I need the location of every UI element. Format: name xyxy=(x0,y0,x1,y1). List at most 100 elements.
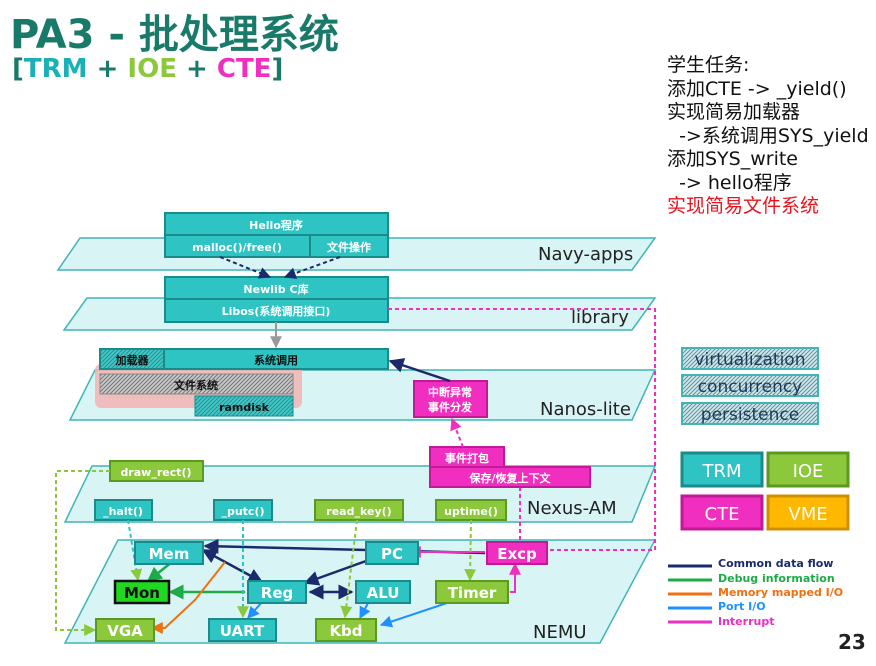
arrow-malloc-to-newlib xyxy=(219,256,272,279)
malloc-box: malloc()/free() xyxy=(164,234,311,258)
arrow-pack-to-irq xyxy=(450,417,464,448)
portio-reg-to-uart xyxy=(247,601,263,619)
legend-label-common: Common data flow xyxy=(718,557,833,570)
uart-box: UART xyxy=(208,618,277,642)
draw-rect-box: draw_rect() xyxy=(109,460,204,482)
mmio-mem-to-vga xyxy=(150,561,226,634)
irq-dispatch-box: 中断异常 事件分发 xyxy=(413,380,488,418)
layer-label-nanos: Nanos-lite xyxy=(540,399,631,420)
svg-text:uptime(): uptime() xyxy=(444,505,498,518)
svg-text:read_key(): read_key() xyxy=(326,505,391,518)
svg-text:加载器: 加载器 xyxy=(115,353,150,367)
interrupt-timer-to-excp xyxy=(509,562,521,593)
arrow-irq-to-syscall xyxy=(388,358,451,383)
layer-label-navy-apps: Navy-apps xyxy=(538,244,633,265)
module-trm: TRM xyxy=(680,451,764,488)
task-line: ->系统调用SYS_yield xyxy=(667,124,869,147)
excp-box: Excp xyxy=(486,541,548,565)
svg-text:PC: PC xyxy=(381,545,403,563)
svg-text:concurrency: concurrency xyxy=(698,377,803,397)
svg-text:保存/恢复上下文: 保存/恢复上下文 xyxy=(468,471,551,485)
svg-text:文件操作: 文件操作 xyxy=(327,240,371,254)
task-line: 学生任务: xyxy=(667,54,750,76)
legend-label-portio: Port I/O xyxy=(718,600,766,613)
subtitle-ioe: IOE xyxy=(127,54,177,84)
timer-box: Timer xyxy=(435,580,509,604)
svg-text:_halt(): _halt() xyxy=(103,505,143,518)
svg-text:文件系统: 文件系统 xyxy=(174,378,218,392)
svg-text:CTE: CTE xyxy=(705,504,740,525)
svg-text:Kbd: Kbd xyxy=(329,622,362,640)
svg-text:VME: VME xyxy=(788,504,827,525)
task-line-highlight: 实现简易文件系统 xyxy=(667,195,820,217)
newlib-box: Newlib C库 xyxy=(164,276,389,300)
portio-alu-to-kbd xyxy=(359,602,371,620)
file-operation-box: 文件操作 xyxy=(309,234,389,258)
svg-text:Libos(系统调用接口): Libos(系统调用接口) xyxy=(222,304,331,318)
mon-box: Mon xyxy=(113,579,171,605)
svg-text:Timer: Timer xyxy=(448,584,497,602)
debug-mem-to-mon xyxy=(146,561,173,582)
svg-text:virtualization: virtualization xyxy=(695,350,806,370)
svg-text:系统调用: 系统调用 xyxy=(254,353,298,367)
kbd-box: Kbd xyxy=(315,618,377,642)
alu-box: ALU xyxy=(355,580,411,604)
svg-text:Hello程序: Hello程序 xyxy=(249,218,303,232)
filesystem-box: 文件系统 xyxy=(99,373,294,395)
svg-text:VGA: VGA xyxy=(107,622,143,640)
module-vme: VME xyxy=(766,494,850,531)
subtitle-trm: TRM xyxy=(23,54,88,84)
svg-text:draw_rect(): draw_rect() xyxy=(120,466,191,479)
layer-label-nexus: Nexus-AM xyxy=(527,498,617,519)
arrow-fileop-to-newlib xyxy=(283,256,341,279)
tag-persistence: persistence xyxy=(681,402,819,425)
task-line: 实现简易加载器 xyxy=(667,101,801,123)
tag-virtualization: virtualization xyxy=(681,347,819,370)
page-subtitle: [TRM + IOE + CTE] xyxy=(12,54,283,84)
putc-box: _putc() xyxy=(213,499,273,521)
mem-box: Mem xyxy=(134,541,204,565)
layer-label-library: library xyxy=(571,307,629,328)
svg-text:ramdisk: ramdisk xyxy=(219,401,270,414)
vga-box: VGA xyxy=(95,618,155,642)
subtitle-plus-2: + xyxy=(176,54,217,84)
svg-text:Mon: Mon xyxy=(124,584,160,602)
student-tasks: 学生任务: 添加CTE -> _yield() 实现简易加载器 ->系统调用SY… xyxy=(667,54,869,219)
task-line: 添加CTE -> _yield() xyxy=(667,77,847,100)
svg-text:malloc()/free(): malloc()/free() xyxy=(192,241,282,254)
legend-label-debug: Debug information xyxy=(718,572,835,585)
readkey-to-kbd xyxy=(340,519,358,619)
ramdisk-box: ramdisk xyxy=(194,395,294,417)
svg-text:_putc(): _putc() xyxy=(221,505,264,518)
subtitle-cte: CTE xyxy=(216,54,272,84)
bracket-close: ] xyxy=(271,54,284,84)
syscall-box: 系统调用 xyxy=(163,348,389,370)
svg-text:IOE: IOE xyxy=(793,461,824,482)
svg-text:事件分发: 事件分发 xyxy=(428,400,473,414)
tag-concurrency: concurrency xyxy=(681,374,819,397)
bracket-open: [ xyxy=(12,54,24,84)
legend-label-mmio: Memory mapped I/O xyxy=(718,586,843,599)
svg-text:Newlib C库: Newlib C库 xyxy=(243,282,308,296)
legend-label-interrupt: Interrupt xyxy=(718,615,774,628)
task-line: -> hello程序 xyxy=(667,171,792,194)
libos-box: Libos(系统调用接口) xyxy=(164,298,389,323)
reg-box: Reg xyxy=(247,580,307,604)
svg-text:事件打包: 事件打包 xyxy=(445,451,489,465)
layer-label-nemu: NEMU xyxy=(533,622,587,643)
svg-text:Reg: Reg xyxy=(261,584,293,602)
subtitle-plus-1: + xyxy=(87,54,128,84)
svg-text:中断异常: 中断异常 xyxy=(428,385,472,399)
hello-program-box: Hello程序 xyxy=(164,212,389,236)
save-restore-context-box: 保存/恢复上下文 xyxy=(429,466,591,488)
svg-text:Excp: Excp xyxy=(497,545,537,563)
flow-pc-to-reg xyxy=(303,559,367,586)
svg-text:ALU: ALU xyxy=(367,584,400,602)
task-line: 添加SYS_write xyxy=(667,148,798,170)
portio-timer-to-kbd xyxy=(379,601,451,628)
svg-text:persistence: persistence xyxy=(701,405,799,425)
drawrect-to-vga xyxy=(55,470,110,636)
pack-event-box: 事件打包 xyxy=(429,446,505,468)
svg-text:TRM: TRM xyxy=(701,461,741,482)
